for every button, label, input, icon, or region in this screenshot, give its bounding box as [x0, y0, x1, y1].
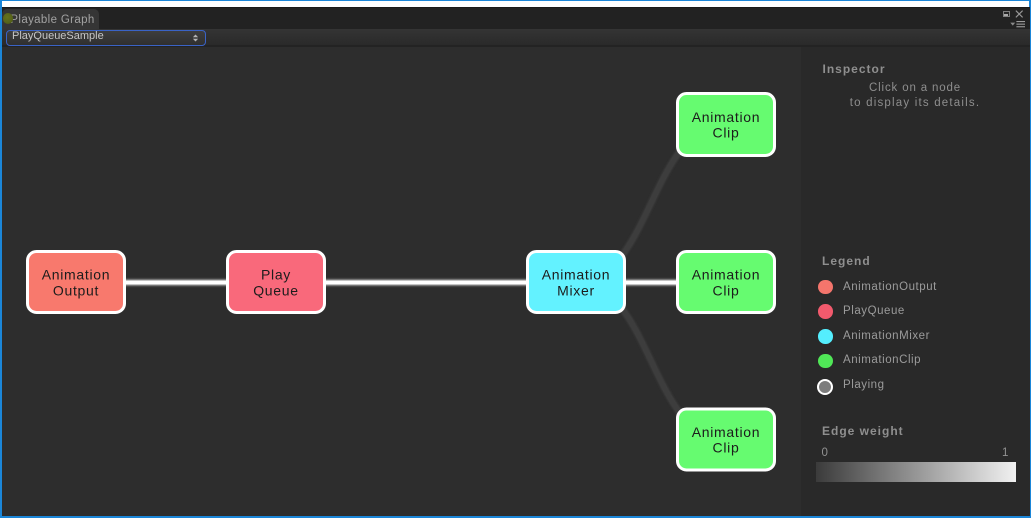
svg-text:Play: Play: [261, 266, 291, 282]
svg-text:Mixer: Mixer: [557, 282, 595, 298]
svg-text:Animation: Animation: [692, 109, 761, 125]
svg-text:Animation: Animation: [692, 424, 761, 440]
svg-text:Animation: Animation: [42, 266, 111, 282]
svg-text:Clip: Clip: [713, 439, 740, 455]
svg-text:Clip: Clip: [713, 282, 740, 298]
svg-text:Animation: Animation: [542, 266, 611, 282]
svg-text:Queue: Queue: [253, 282, 299, 298]
svg-text:Output: Output: [53, 282, 99, 298]
svg-text:Clip: Clip: [713, 124, 740, 140]
svg-text:Animation: Animation: [692, 266, 761, 282]
